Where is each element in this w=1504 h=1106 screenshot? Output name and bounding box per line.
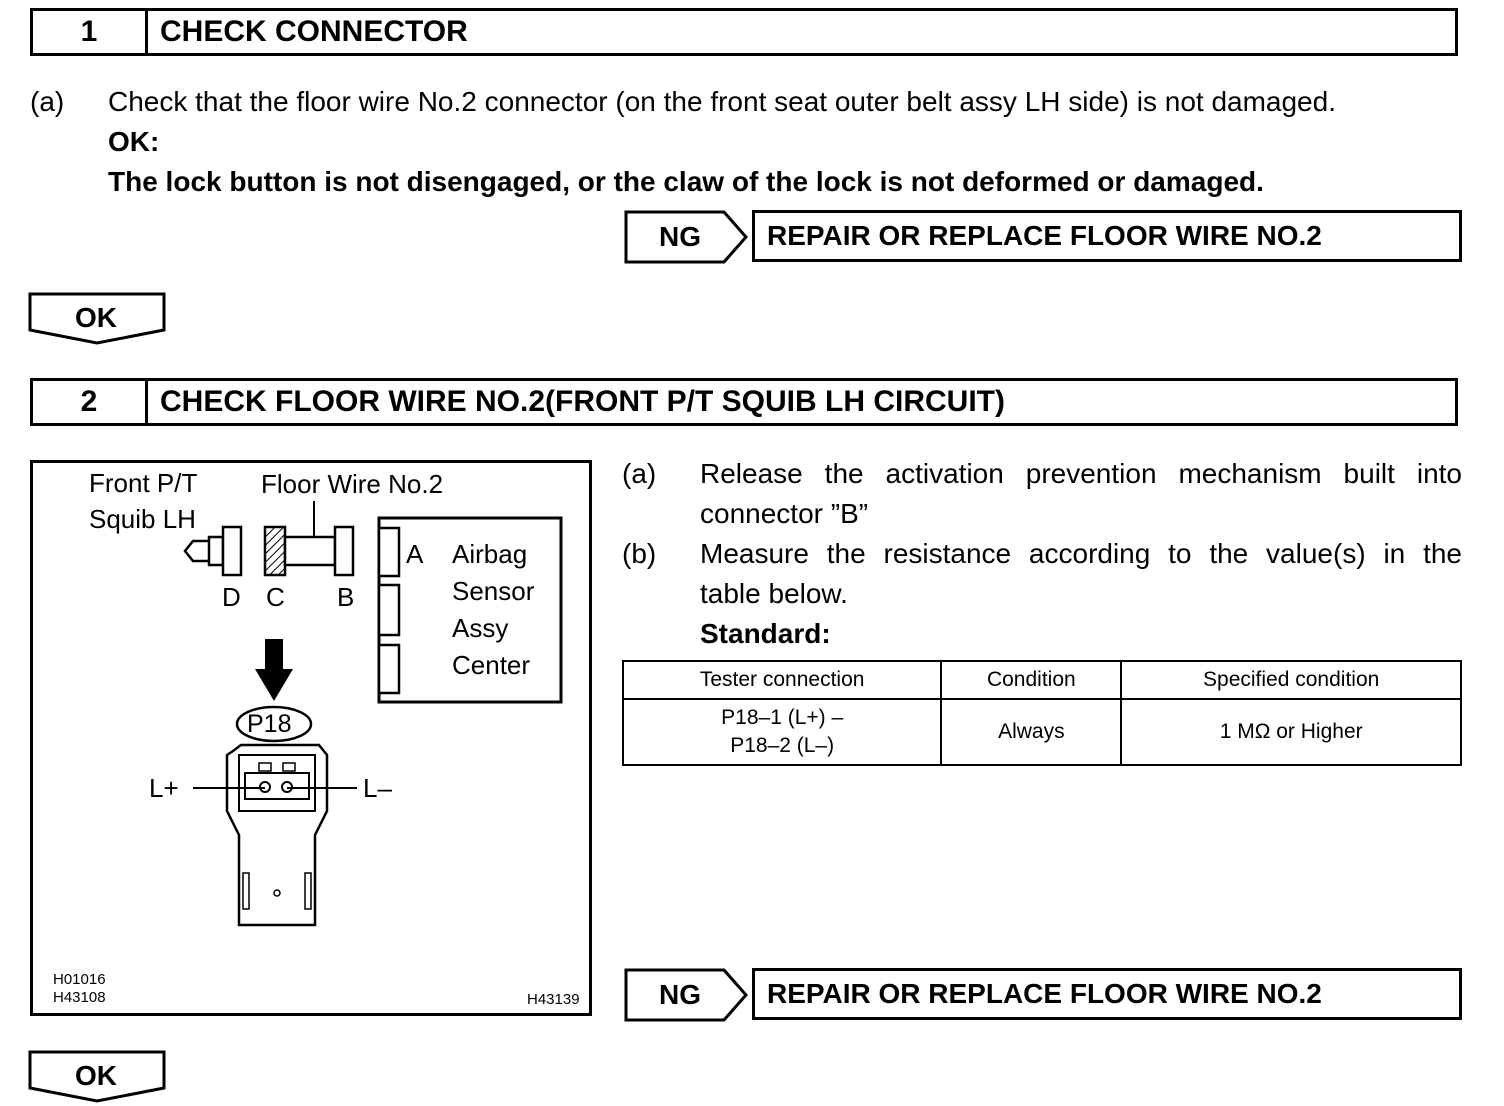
step-1-item-a-text: Check that the floor wire No.2 connector… (108, 86, 1336, 117)
step-1-ng-label: NG (659, 221, 701, 252)
header-tester-connection: Tester connection (621, 660, 943, 700)
down-arrow-icon (255, 639, 293, 701)
standard-table: Tester connection Condition Specified co… (621, 660, 1462, 766)
squib-connector-d (183, 525, 243, 577)
step-1-number: 1 (33, 11, 148, 53)
terminal-plus-label: L+ (149, 773, 179, 803)
label-front-pt: Front P/T (89, 468, 198, 498)
step-1-header: 1 CHECK CONNECTOR (30, 8, 1458, 56)
cell-tester-connection: P18–1 (L+) – P18–2 (L–) (621, 698, 943, 766)
table-row: P18–1 (L+) – P18–2 (L–) Always 1 MΩ or H… (621, 698, 1462, 766)
step-2-ng-label: NG (659, 979, 701, 1010)
connector-diagram: Front P/T Squib LH Floor Wire No.2 D C B… (30, 460, 592, 1016)
step-1-ng-arrow (624, 210, 748, 264)
step-2-item-a-line2: connector ”B” (700, 498, 869, 529)
pin-c-label: C (266, 582, 285, 612)
step-2-item-b-marker: (b) (622, 538, 657, 569)
ref-code-2: H43108 (53, 989, 106, 1006)
connector-id-label: P18 (247, 710, 292, 738)
connection-line-2: P18–2 (L–) (730, 734, 835, 757)
step-1-item-a-marker: (a) (30, 86, 65, 117)
airbag-sensor-box (377, 516, 563, 704)
airbag-label-4: Center (452, 650, 531, 680)
airbag-label-2: Sensor (452, 576, 535, 606)
step-2-item-b-line1: Measure the resistance according to the … (700, 538, 1462, 569)
step-2-item-a-line1: Release the activation prevention mechan… (700, 458, 1462, 489)
table-header-row: Tester connection Condition Specified co… (621, 660, 1462, 700)
step-1-ok-text: The lock button is not disengaged, or th… (108, 166, 1264, 197)
floor-wire-connector (263, 501, 355, 577)
step-2-item-a-marker: (a) (622, 458, 657, 489)
step-2-ok-label: OK (75, 1060, 117, 1091)
header-condition: Condition (940, 660, 1123, 700)
step-2-ng-arrow (624, 968, 748, 1022)
step-2-ng-result: REPAIR OR REPLACE FLOOR WIRE NO.2 (752, 968, 1462, 1020)
terminal-minus-label: L– (363, 773, 392, 803)
step-1-ok-label: OK (75, 302, 117, 333)
pin-a-label: A (406, 539, 424, 569)
step-2-number: 2 (33, 381, 148, 423)
step-1-ng-result: REPAIR OR REPLACE FLOOR WIRE NO.2 (752, 210, 1462, 262)
standard-label: Standard: (700, 618, 831, 649)
step-1-title: CHECK CONNECTOR (160, 15, 468, 48)
step-2-title: CHECK FLOOR WIRE NO.2(FRONT P/T SQUIB LH… (160, 385, 1005, 418)
connection-line-1: P18–1 (L+) – (721, 706, 844, 729)
airbag-label-1: Airbag (452, 539, 528, 569)
pin-b-label: B (337, 582, 355, 612)
step-2-ok-arrow (28, 1050, 166, 1103)
label-floor-wire: Floor Wire No.2 (261, 469, 444, 499)
ref-code-1: H01016 (53, 971, 106, 988)
step-2-item-b-line2: table below. (700, 578, 848, 609)
step-1-ok-arrow (28, 292, 166, 345)
p18-ellipse (235, 705, 313, 743)
cell-condition: Always (940, 698, 1123, 766)
cell-specified: 1 MΩ or Higher (1120, 698, 1462, 766)
step-2-header: 2 CHECK FLOOR WIRE NO.2(FRONT P/T SQUIB … (30, 378, 1458, 426)
pin-d-label: D (222, 582, 241, 612)
step-1-ok-heading: OK: (108, 126, 160, 157)
diagram-graphics (183, 501, 563, 927)
header-specified-condition: Specified condition (1120, 660, 1462, 700)
airbag-label-3: Assy (452, 613, 509, 643)
ref-code-3: H43139 (527, 991, 580, 1008)
p18-connector-body (193, 743, 357, 927)
label-squib-lh: Squib LH (89, 504, 196, 534)
